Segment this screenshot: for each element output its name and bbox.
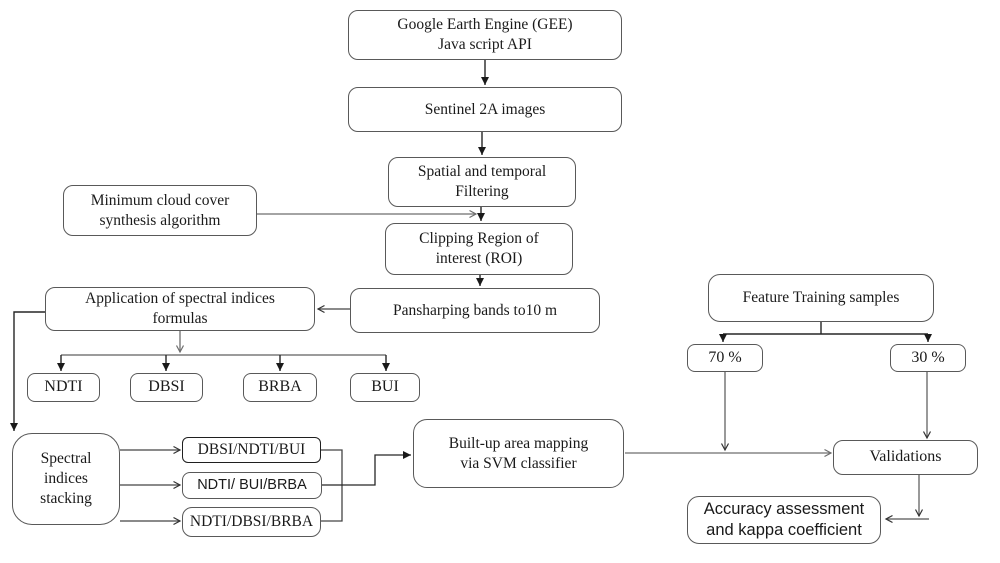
node-dbsi: DBSI xyxy=(130,373,203,402)
node-label: formulas xyxy=(152,310,208,327)
node-spectral-indices-formulas: Application of spectral indices formulas xyxy=(45,287,315,331)
combo-bracket xyxy=(321,449,343,522)
node-label: 70 % xyxy=(708,348,742,366)
node-label: Sentinel 2A images xyxy=(424,100,546,118)
node-label: via SVM classifier xyxy=(460,454,577,472)
arrow-bracket-to-svm xyxy=(322,451,411,486)
node-label: Validations xyxy=(869,448,942,466)
node-minimum-cloud-cover: Minimum cloud cover synthesis algorithm xyxy=(63,185,257,236)
node-label: 30 % xyxy=(911,348,945,366)
node-sentinel-images: Sentinel 2A images xyxy=(348,87,622,132)
node-label: Feature Training samples xyxy=(742,289,900,307)
node-label: BRBA xyxy=(258,378,302,396)
arrow-application-to-stacking xyxy=(10,311,45,431)
node-bui: BUI xyxy=(350,373,420,402)
node-feature-training-samples: Feature Training samples xyxy=(708,274,934,322)
node-pansharping-bands: Pansharping bands to10 m xyxy=(350,288,600,333)
node-combo-ndti-bui-brba: NDTI/ BUI/BRBA xyxy=(182,472,322,499)
node-label: stacking xyxy=(40,489,92,507)
node-accuracy-assessment: Accuracy assessment and kappa coefficien… xyxy=(687,496,881,544)
node-svm-classifier: Built-up area mapping via SVM classifier xyxy=(413,419,624,488)
node-ndti: NDTI xyxy=(27,373,100,402)
node-brba: BRBA xyxy=(243,373,317,402)
node-label: Filtering xyxy=(455,183,509,200)
node-label: Accuracy assessment xyxy=(703,499,865,518)
node-label: DBSI/NDTI/BUI xyxy=(197,441,306,459)
node-label: Spectral xyxy=(40,450,92,468)
node-validations: Validations xyxy=(833,440,978,475)
node-70-percent: 70 % xyxy=(687,344,763,372)
node-label: synthesis algorithm xyxy=(99,211,221,229)
node-spatial-temporal-filtering: Spatial and temporal Filtering xyxy=(388,157,576,207)
node-label: indices xyxy=(44,470,88,488)
node-label: NDTI/ BUI/BRBA xyxy=(197,477,307,494)
node-label: BUI xyxy=(371,378,399,396)
node-clipping-roi: Clipping Region of interest (ROI) xyxy=(385,223,573,275)
node-label: interest (ROI) xyxy=(435,250,523,267)
node-label: DBSI xyxy=(148,378,185,396)
node-combo-ndti-dbsi-brba: NDTI/DBSI/BRBA xyxy=(182,507,321,537)
node-label: Built-up area mapping xyxy=(448,434,589,452)
node-label: NDTI xyxy=(44,378,83,396)
node-label: and kappa coefficient xyxy=(706,521,862,539)
node-spectral-indices-stacking: Spectral indices stacking xyxy=(12,433,120,525)
node-label: Java script API xyxy=(438,36,532,53)
node-label: Pansharping bands to10 m xyxy=(392,301,558,319)
node-google-earth-engine: Google Earth Engine (GEE) Java script AP… xyxy=(348,10,622,60)
node-label: Clipping Region of xyxy=(419,230,539,248)
node-label: NDTI/DBSI/BRBA xyxy=(189,513,314,531)
node-combo-dbsi-ndti-bui: DBSI/NDTI/BUI xyxy=(182,437,321,463)
node-label: Google Earth Engine (GEE) xyxy=(397,16,573,34)
node-label: Spatial and temporal xyxy=(417,163,547,181)
node-30-percent: 30 % xyxy=(890,344,966,372)
node-label: Application of spectral indices xyxy=(85,290,275,308)
node-label: Minimum cloud cover xyxy=(90,191,230,209)
